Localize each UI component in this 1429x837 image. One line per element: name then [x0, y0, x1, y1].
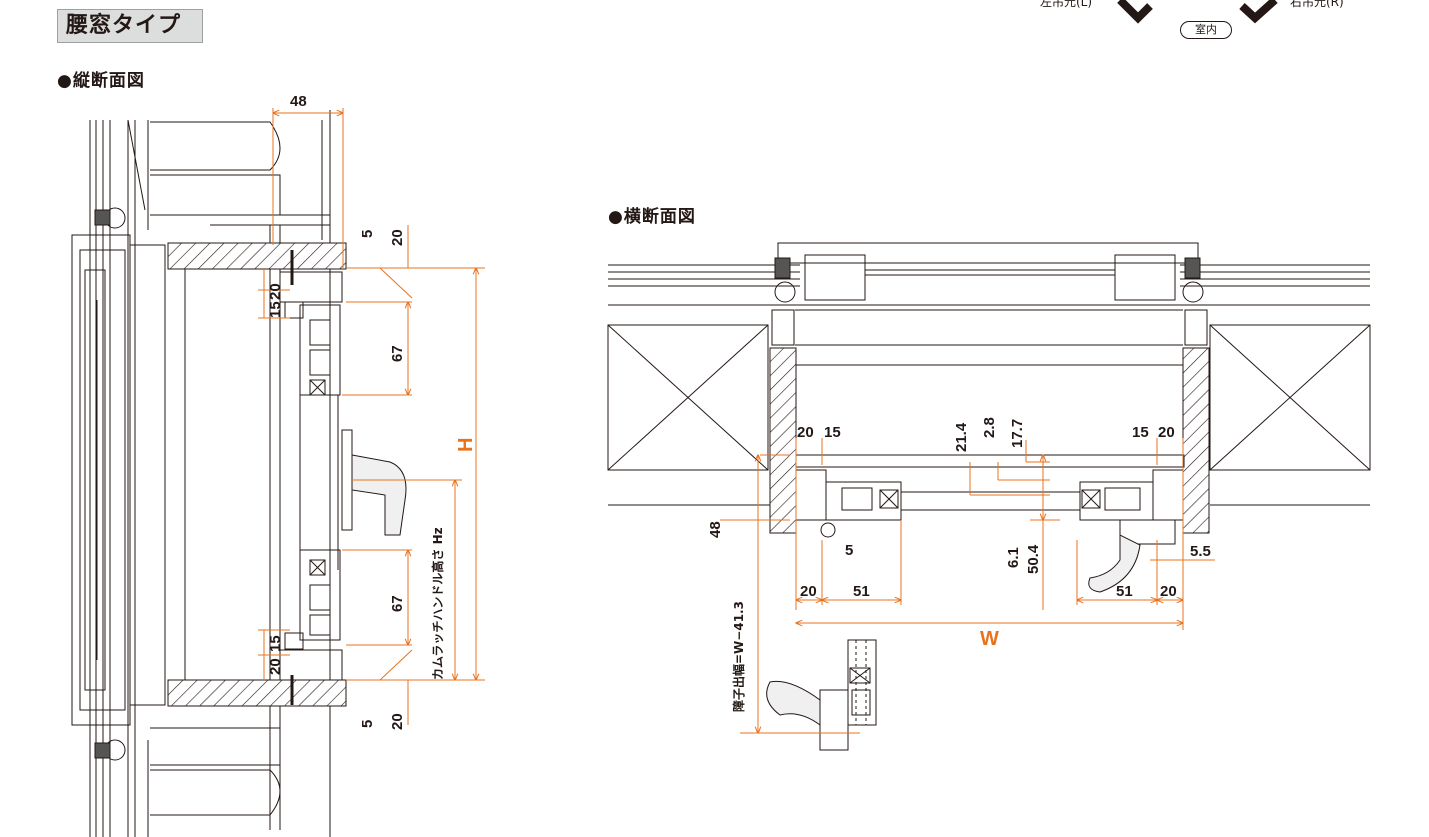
dim-bottom-right-20: 20: [1160, 583, 1177, 600]
dim-bottom-left-51: 51: [853, 583, 870, 600]
dim-bottom-5: 5: [359, 720, 376, 728]
dim-5-5: 5.5: [1190, 543, 1211, 560]
horizontal-section-title: ●横断面図: [608, 207, 696, 227]
dim-top-20: 20: [389, 229, 406, 246]
dim-upper-15: 15: [267, 301, 284, 318]
dim-right-20: 20: [1158, 424, 1175, 441]
dim-2-8: 2.8: [981, 417, 998, 438]
dim-5: 5: [845, 542, 853, 559]
dim-lower-67: 67: [389, 595, 406, 612]
dim-48: 48: [707, 521, 724, 538]
dim-bottom-left-20: 20: [800, 583, 817, 600]
left-hinge-label: 左吊元(L): [1040, 0, 1093, 9]
dim-6-1: 6.1: [1005, 547, 1022, 568]
dim-screen-width: 障子出幅=W−41.3: [731, 601, 746, 712]
dim-lower-15: 15: [267, 635, 284, 652]
dim-50-4: 50.4: [1025, 544, 1042, 574]
dim-handle-height: カムラッチハンドル高さ Hz: [430, 527, 445, 680]
dim-top-5: 5: [359, 230, 376, 238]
right-hinge-label: 右吊元(R): [1290, 0, 1344, 9]
dim-lower-20: 20: [267, 658, 284, 675]
dim-width-W: W: [980, 628, 999, 650]
indoor-label: 室内: [1180, 21, 1232, 39]
dim-17-7: 17.7: [1009, 419, 1026, 448]
vertical-section-drawing: [71, 110, 407, 837]
dim-left-20: 20: [797, 424, 814, 441]
dim-21-4: 21.4: [953, 422, 970, 452]
dim-upper-67: 67: [389, 345, 406, 362]
dim-top-48: 48: [290, 93, 307, 110]
horizontal-section-dimensions: [720, 438, 1215, 733]
dim-bottom-20: 20: [389, 713, 406, 730]
window-type-label: 腰窓タイプ: [57, 9, 203, 43]
dim-height-H: H: [455, 438, 477, 452]
vertical-section-dimensions: [258, 108, 485, 725]
dim-left-15: 15: [824, 424, 841, 441]
dim-upper-20: 20: [267, 283, 284, 300]
dim-right-15: 15: [1132, 424, 1149, 441]
dim-bottom-right-51: 51: [1116, 583, 1133, 600]
orientation-symbol: [1117, 0, 1278, 24]
vertical-section-title: ●縦断面図: [57, 71, 145, 91]
horizontal-section-drawing: [607, 242, 1371, 751]
